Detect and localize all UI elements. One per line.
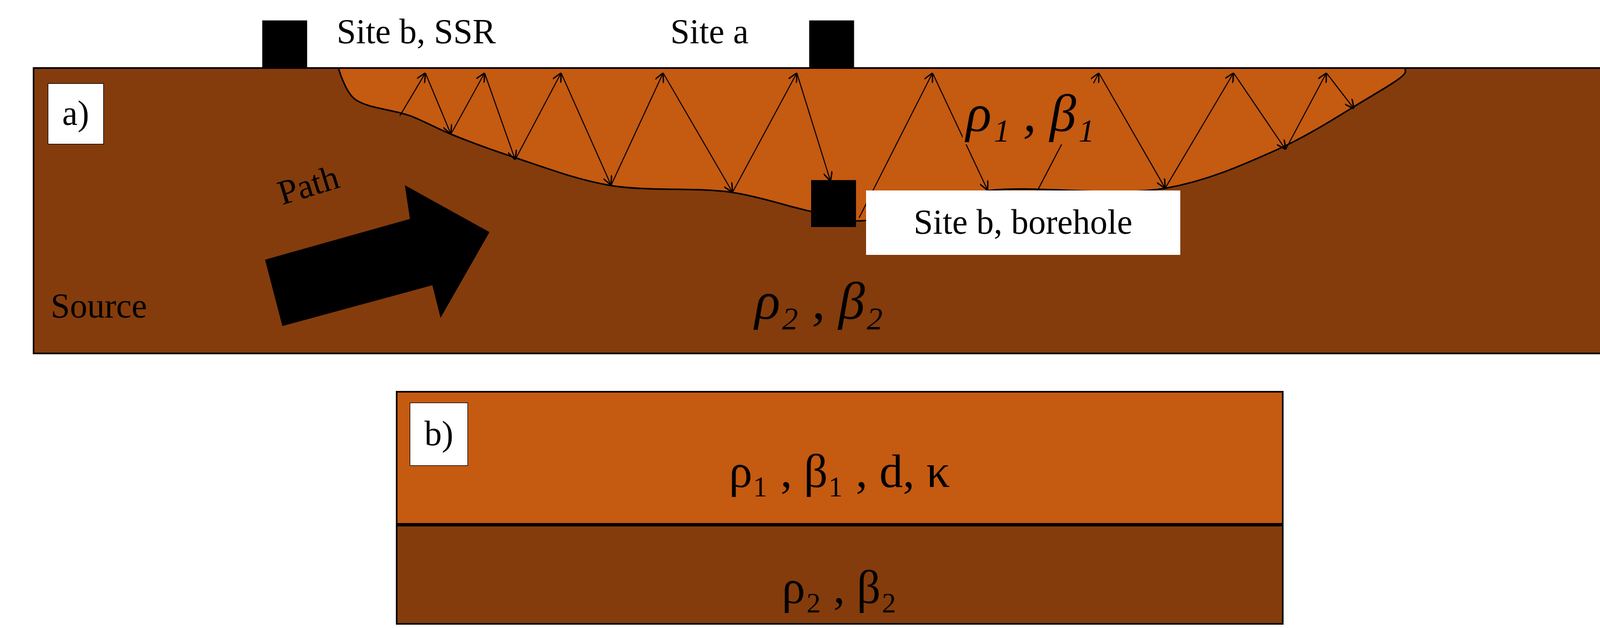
ray-path — [560, 73, 611, 186]
borehole-marker — [811, 180, 857, 228]
layer-parameters: ρ₁ , β₁ , d, κ — [728, 444, 950, 498]
layer-parameters: ρ₁ , β₁ — [962, 83, 1098, 145]
layer-model-top: ρ₁ , β₁ , d, κ b) — [395, 390, 1284, 525]
ray-path — [662, 73, 733, 193]
ray-path — [1164, 73, 1234, 189]
ray-path — [1326, 73, 1355, 109]
bedrock-panel: Source ρ₂ , β₂ a) ρ₁ , β₁ Site b, borehole — [32, 67, 1600, 354]
ray-path — [515, 73, 562, 160]
station-label-box: Site b, borehole — [866, 190, 1181, 255]
ray-path — [450, 73, 485, 135]
source-label: Source — [50, 286, 148, 327]
ray-path — [796, 73, 831, 182]
panel-tag: b) — [409, 402, 469, 466]
node-label: a) — [62, 93, 90, 134]
ray-path — [610, 73, 663, 186]
station-marker — [809, 20, 855, 68]
node-label: b) — [424, 414, 454, 455]
ray-path — [399, 73, 426, 117]
ray-path — [425, 73, 451, 135]
ray-path — [732, 73, 797, 193]
ray-path — [484, 73, 515, 160]
station-label: Site a — [670, 12, 749, 53]
ray-path — [1233, 73, 1286, 150]
station-label: Site b, SSR — [336, 12, 497, 53]
node-label: Site b, borehole — [913, 202, 1133, 243]
ray-path — [1285, 73, 1327, 150]
layer-parameters: ρ₂ , β₂ — [754, 270, 884, 332]
panel-tag: a) — [47, 83, 104, 145]
station-marker — [262, 20, 308, 68]
layer-parameters: ρ₂ , β₂ — [781, 560, 898, 615]
layer-model-halfspace: ρ₂ , β₂ — [395, 524, 1284, 625]
ray-path — [1098, 73, 1165, 189]
